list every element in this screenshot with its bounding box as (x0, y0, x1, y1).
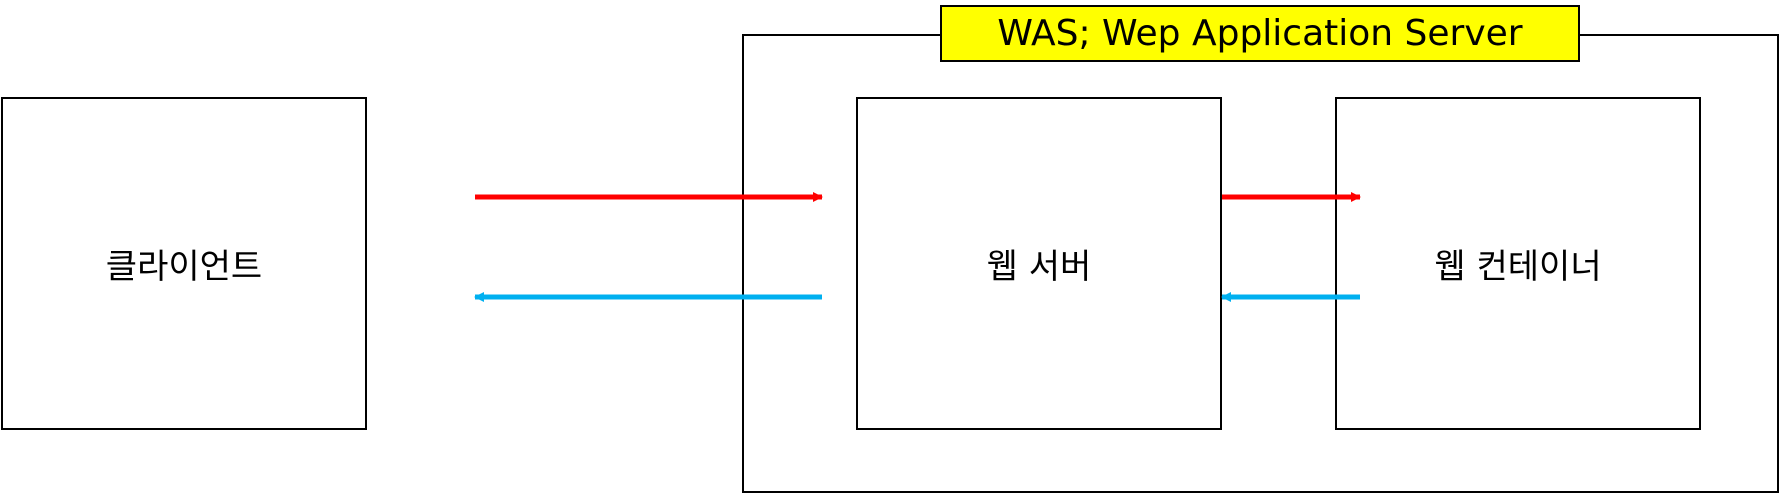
was-title-box: WAS; Wep Application Server (940, 5, 1580, 62)
client-label: 클라이언트 (105, 247, 263, 287)
web-container-box: 웹 컨테이너 (1335, 97, 1701, 430)
web-server-box: 웹 서버 (856, 97, 1222, 430)
web-server-label: 웹 서버 (986, 247, 1092, 287)
web-container-label: 웹 컨테이너 (1434, 247, 1602, 287)
client-box: 클라이언트 (1, 97, 367, 430)
was-title-label: WAS; Wep Application Server (997, 13, 1523, 54)
